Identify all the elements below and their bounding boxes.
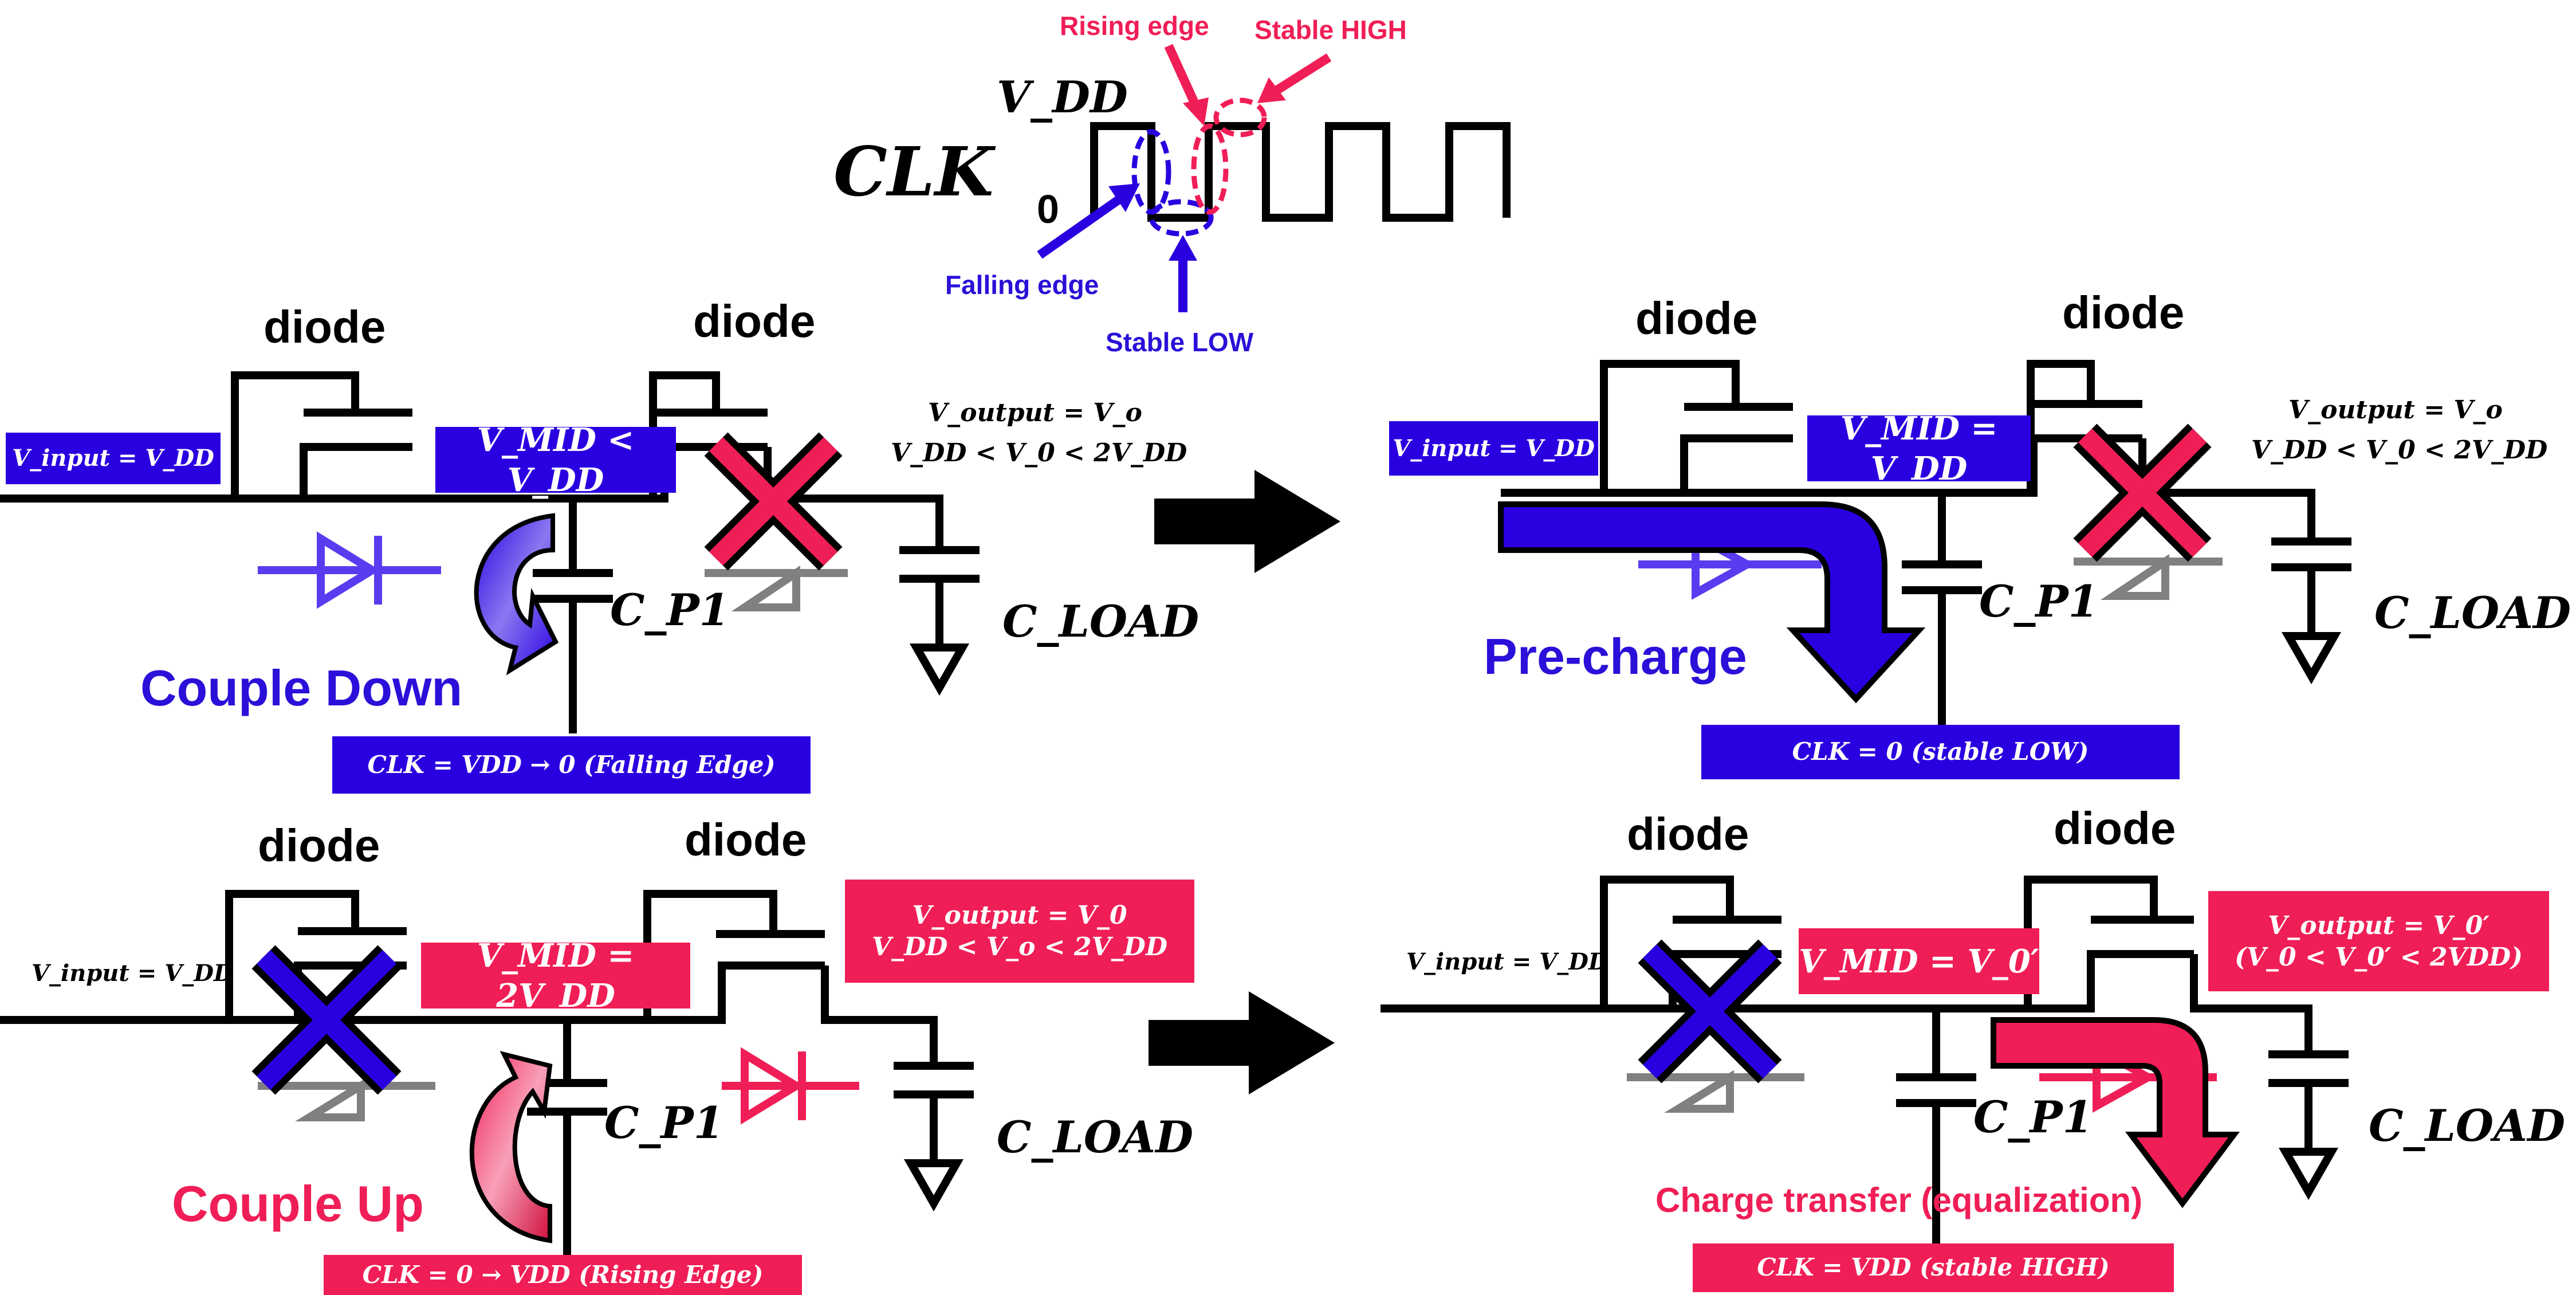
panel3-cp1-label: C_P1 <box>604 1097 724 1148</box>
rising-edge-label: Rising edge <box>1060 11 1209 41</box>
panel1-diode2-label: diode <box>693 296 816 347</box>
circuit-pre-charge <box>1501 360 2351 728</box>
diode1-symbol-grey-coupleup <box>258 1078 435 1121</box>
panel1-cp1-label: C_P1 <box>610 584 730 635</box>
panel2-clk-state-box: CLK = 0 (stable LOW) <box>1701 725 2180 779</box>
diode1-symbol-blue <box>258 531 441 609</box>
panel2-vinput-box: V_input = V_DD <box>1389 421 1598 476</box>
transition-arrow-top <box>1154 470 1340 573</box>
panel1-cload-label: C_LOAD <box>1002 596 1199 647</box>
panel3-diode2-label: diode <box>685 814 807 865</box>
panel4-voutput-line2: (V_0 < V_0′ < 2VDD) <box>2235 942 2523 972</box>
panel2-voutput-line2: V_DD < V_0 < 2V_DD <box>2251 435 2548 465</box>
panel3-clk-state-box: CLK = 0 → VDD (Rising Edge) <box>324 1255 802 1295</box>
panel3-action-label: Couple Up <box>172 1175 424 1232</box>
panel3-vinput-label: V_input = V_DD <box>32 960 234 987</box>
rising-edge-arrow <box>1164 44 1202 111</box>
charge-transfer-flow-arrow <box>1991 1017 2240 1208</box>
diode1-symbol-grey-transfer <box>1627 1070 1804 1113</box>
blocked-x-icon-coupleup <box>251 945 402 1095</box>
diode2-symbol-grey-precharge <box>2074 554 2223 600</box>
panel4-action-label: Charge transfer (equalization) <box>1655 1181 2143 1219</box>
stable-low-marker <box>1149 199 1214 237</box>
diode2-symbol-red <box>722 1047 859 1125</box>
panel3-cload-label: C_LOAD <box>997 1112 1194 1163</box>
stable-high-marker <box>1213 97 1267 138</box>
clk-label: CLK <box>833 132 994 211</box>
panel2-diode1-label: diode <box>1635 293 1758 344</box>
blocked-x-icon-precharge <box>2073 423 2212 562</box>
stable-low-label: Stable LOW <box>1106 327 1254 357</box>
blocked-x-icon-transfer <box>1638 939 1782 1084</box>
precharge-flow-arrow <box>1498 501 1926 704</box>
transition-arrow-bottom <box>1149 991 1335 1094</box>
falling-edge-arrow <box>1037 191 1128 259</box>
panel2-cp1-label: C_P1 <box>1979 576 2099 627</box>
panel1-vmid-box: V_MID < V_DD <box>435 421 676 499</box>
panel4-clk-state-box: CLK = VDD (stable HIGH) <box>1693 1243 2174 1292</box>
clk-zero-label: 0 <box>1037 187 1059 231</box>
stable-high-label: Stable HIGH <box>1254 15 1407 45</box>
panel1-vinput-box: V_input = V_DD <box>6 433 221 484</box>
diode2-symbol-grey <box>705 565 848 611</box>
panel4-vinput-label: V_input = V_DD <box>1406 948 1608 975</box>
clock-waveform <box>1090 122 1511 222</box>
panel2-cload-label: C_LOAD <box>2374 587 2571 638</box>
panel3-diode1-label: diode <box>258 820 380 871</box>
panel4-voutput-box: V_output = V_0′ (V_0 < V_0′ < 2VDD) <box>2208 891 2549 991</box>
couple-up-arrow <box>469 1051 553 1243</box>
clock-annotations <box>1131 97 1267 237</box>
panel2-voutput-line1: V_output = V_o <box>2288 395 2503 425</box>
blocked-x-icon <box>704 432 843 571</box>
panel1-voutput-line2: V_DD < V_0 < 2V_DD <box>891 438 1187 468</box>
panel1-clk-state-box: CLK = VDD → 0 (Falling Edge) <box>332 736 811 794</box>
panel4-diode2-label: diode <box>2054 803 2176 854</box>
panel4-voutput-line1: V_output = V_0′ <box>2268 911 2490 940</box>
panel1-action-label: Couple Down <box>140 660 463 716</box>
panel3-voutput-line1: V_output = V_0 <box>912 901 1127 930</box>
couple-down-arrow <box>474 513 559 676</box>
clock-arrows <box>1037 44 1332 312</box>
panel4-diode1-label: diode <box>1627 809 1749 860</box>
panel4-cp1-label: C_P1 <box>1973 1092 2093 1143</box>
panel1-voutput-line1: V_output = V_o <box>928 398 1142 427</box>
panel1-diode1-label: diode <box>264 301 386 352</box>
panel2-diode2-label: diode <box>2062 287 2185 338</box>
panel3-voutput-box: V_output = V_0 V_DD < V_o < 2V_DD <box>845 880 1194 983</box>
panel4-vmid-box: V_MID = V_0′ <box>1799 928 2039 994</box>
panel3-voutput-line2: V_DD < V_o < 2V_DD <box>871 932 1167 962</box>
rising-edge-marker <box>1191 123 1229 215</box>
falling-edge-label: Falling edge <box>945 270 1099 300</box>
panel2-vmid-box: V_MID = V_DD <box>1807 410 2031 488</box>
panel4-cload-label: C_LOAD <box>2369 1100 2566 1151</box>
clk-vdd-label: V_DD <box>997 72 1128 123</box>
panel3-vmid-box: V_MID = 2V_DD <box>421 937 690 1015</box>
panel2-action-label: Pre-charge <box>1484 628 1747 685</box>
stable-high-arrow <box>1272 53 1332 96</box>
